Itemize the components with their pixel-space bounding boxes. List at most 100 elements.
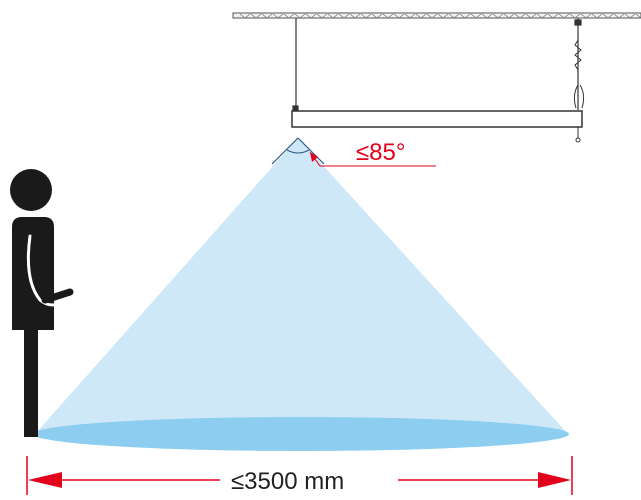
hatch-mark xyxy=(288,13,295,19)
hatch-mark xyxy=(464,13,471,19)
hatch-mark xyxy=(563,13,570,19)
ceiling-slab xyxy=(232,12,641,19)
hatch-mark xyxy=(387,13,394,19)
hatch-mark xyxy=(508,13,515,19)
hatch-mark xyxy=(552,13,559,19)
hatch-mark xyxy=(420,13,427,19)
angle-leader-arrowhead xyxy=(310,152,318,162)
hatch-mark xyxy=(624,13,631,19)
cone-edge-right xyxy=(297,137,325,165)
hatch-mark xyxy=(371,13,378,19)
ceiling xyxy=(232,12,641,19)
hatch-mark xyxy=(475,13,482,19)
pull-cord-ring xyxy=(575,137,581,143)
hatch-mark xyxy=(415,13,422,19)
hatch-mark xyxy=(486,13,493,19)
cone-edge-left xyxy=(271,137,299,165)
hatch-mark xyxy=(602,13,609,19)
hatch-mark xyxy=(541,13,548,19)
hatch-mark xyxy=(310,13,317,19)
hatch-mark xyxy=(250,13,257,19)
beam-area xyxy=(35,138,568,434)
hatch-mark xyxy=(382,13,389,19)
angle-arc xyxy=(286,149,310,154)
hatch-mark xyxy=(591,13,598,19)
luminaire-body xyxy=(291,110,583,128)
hatch-mark xyxy=(338,13,345,19)
angle-label: ≤85° xyxy=(356,139,405,166)
ceiling-hatch xyxy=(239,13,641,19)
hatch-mark xyxy=(514,13,521,19)
hatch-mark xyxy=(618,13,625,19)
hatch-mark xyxy=(459,13,466,19)
person-hand xyxy=(41,288,74,304)
distance-dimension: ≤3500 mm xyxy=(26,456,573,495)
hatch-mark xyxy=(393,13,400,19)
hatch-mark xyxy=(530,13,537,19)
hatch-mark xyxy=(349,13,356,19)
power-cable xyxy=(574,39,582,71)
hatch-mark xyxy=(354,13,361,19)
hatch-mark xyxy=(558,13,565,19)
hatch-mark xyxy=(470,13,477,19)
hatch-mark xyxy=(332,13,339,19)
hatch-mark xyxy=(244,13,251,19)
hatch-mark xyxy=(404,13,411,19)
hatch-mark xyxy=(613,13,620,19)
person-legs xyxy=(24,325,38,437)
hatch-mark xyxy=(448,13,455,19)
hatch-mark xyxy=(431,13,438,19)
hatch-mark xyxy=(580,13,587,19)
hatch-mark xyxy=(426,13,433,19)
hatch-mark xyxy=(305,13,312,19)
hatch-mark xyxy=(525,13,532,19)
floor-coverage-ellipse xyxy=(33,417,569,451)
hatch-mark xyxy=(596,13,603,19)
hatch-mark xyxy=(481,13,488,19)
right-wire-clamp xyxy=(574,19,582,26)
hatch-mark xyxy=(277,13,284,19)
hatch-mark xyxy=(519,13,526,19)
hatch-mark xyxy=(294,13,301,19)
person-arm-outline xyxy=(26,234,68,307)
hatch-mark xyxy=(398,13,405,19)
hatch-mark xyxy=(283,13,290,19)
hatch-mark xyxy=(327,13,334,19)
hatch-mark xyxy=(629,13,636,19)
hatch-mark xyxy=(266,13,273,19)
hatch-mark xyxy=(497,13,504,19)
detection-cone xyxy=(33,137,569,451)
suspension-wires xyxy=(292,18,585,112)
hatch-mark xyxy=(569,13,576,19)
person-torso xyxy=(12,217,54,330)
luminaire xyxy=(291,110,583,143)
distance-label: ≤3500 mm xyxy=(231,468,344,495)
hatch-mark xyxy=(299,13,306,19)
hatch-mark xyxy=(635,13,641,19)
dimension-arrow-right xyxy=(538,472,571,488)
hatch-mark xyxy=(442,13,449,19)
hatch-mark xyxy=(585,13,592,19)
hatch-mark xyxy=(574,13,581,19)
hatch-mark xyxy=(437,13,444,19)
hatch-mark xyxy=(272,13,279,19)
hatch-mark xyxy=(343,13,350,19)
hatch-mark xyxy=(376,13,383,19)
hatch-mark xyxy=(607,13,614,19)
angle-annotation: ≤85° xyxy=(309,139,436,167)
hatch-mark xyxy=(360,13,367,19)
hatch-mark xyxy=(261,13,268,19)
hatch-mark xyxy=(365,13,372,19)
hatch-mark xyxy=(536,13,543,19)
hatch-mark xyxy=(503,13,510,19)
hatch-mark xyxy=(321,13,328,19)
hatch-mark xyxy=(409,13,416,19)
hatch-mark xyxy=(453,13,460,19)
cable-loop xyxy=(573,84,585,109)
person-head xyxy=(10,169,52,211)
hatch-mark xyxy=(316,13,323,19)
dimension-arrow-left xyxy=(28,472,62,488)
hatch-mark xyxy=(239,13,246,19)
hatch-mark xyxy=(255,13,262,19)
